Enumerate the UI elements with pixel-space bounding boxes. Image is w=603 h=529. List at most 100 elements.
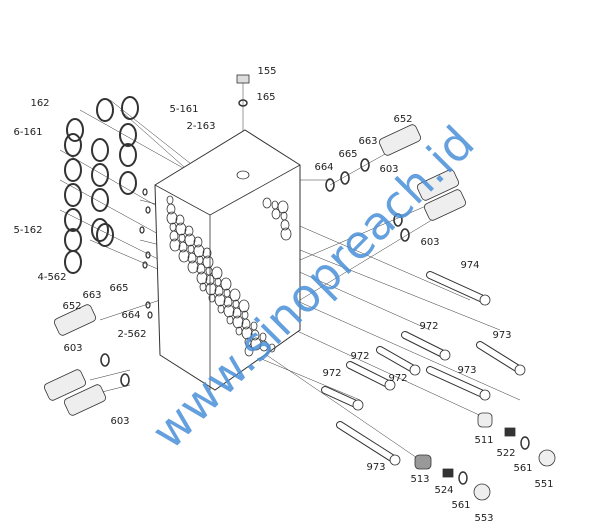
bolt-head xyxy=(389,454,401,466)
relief-valve-cartridge xyxy=(423,189,467,221)
port-hole xyxy=(250,329,260,341)
part-label: 665 xyxy=(109,283,129,294)
part-label: 663 xyxy=(358,136,378,147)
part-label: 973 xyxy=(492,330,512,341)
port-hole xyxy=(236,170,250,180)
part-label: 162 xyxy=(30,98,50,109)
port-hole xyxy=(268,343,276,353)
o-ring xyxy=(91,138,109,162)
o-ring xyxy=(64,158,82,182)
port-hole xyxy=(235,326,243,336)
o-ring xyxy=(96,223,114,247)
seal-ring xyxy=(360,158,370,172)
o-ring xyxy=(64,228,82,252)
part-label: 603 xyxy=(420,237,440,248)
part-label: 5-161 xyxy=(169,104,199,115)
o-ring xyxy=(66,118,84,142)
port-hole xyxy=(202,247,212,259)
o-ring xyxy=(119,171,137,195)
part-label: 5-162 xyxy=(13,225,43,236)
part-label: 663 xyxy=(82,290,102,301)
small-o-ring xyxy=(142,188,148,196)
relief-valve-cartridge xyxy=(43,369,87,401)
part-label: 522 xyxy=(496,448,516,459)
port-hole xyxy=(199,282,207,292)
part-label: 6-161 xyxy=(13,127,43,138)
part-label: 511 xyxy=(474,435,494,446)
part-label: 665 xyxy=(338,149,358,160)
seal-ring xyxy=(340,171,350,185)
o-ring xyxy=(91,163,109,187)
part-label: 4-562 xyxy=(37,272,67,283)
port-hole xyxy=(196,263,206,275)
port-hole xyxy=(169,238,181,252)
part-label: 664 xyxy=(121,310,141,321)
relief-valve-cartridge xyxy=(63,384,107,416)
small-o-ring xyxy=(142,261,148,269)
port-hole xyxy=(178,249,190,263)
leader-line xyxy=(299,214,441,301)
port-hole xyxy=(169,230,179,242)
valve-block-body xyxy=(154,129,301,391)
port-hole xyxy=(223,296,233,308)
o-ring xyxy=(91,218,109,242)
port-hole xyxy=(208,293,216,303)
part-label: 664 xyxy=(314,162,334,173)
seal-ring xyxy=(100,353,110,367)
socket-bolt-fill xyxy=(337,422,398,463)
o-ring xyxy=(64,133,82,157)
port-hole xyxy=(262,197,272,209)
part-label: 165 xyxy=(256,92,276,103)
o-ring xyxy=(64,250,82,274)
socket-bolt-fill xyxy=(347,362,393,388)
port-hole xyxy=(217,304,225,314)
port-hole xyxy=(244,345,254,357)
part-label: 553 xyxy=(474,513,494,524)
o-ring xyxy=(119,123,137,147)
relief-valve-cartridge xyxy=(53,304,97,336)
part-label: 2-163 xyxy=(186,121,216,132)
part-label: 603 xyxy=(63,343,83,354)
port-hole xyxy=(226,315,234,325)
port-hole xyxy=(166,211,178,225)
seal-ring xyxy=(400,228,410,242)
part-label: 974 xyxy=(460,260,480,271)
part-label: 2-562 xyxy=(117,329,147,340)
port-hole xyxy=(175,214,185,226)
port-hole xyxy=(280,219,290,231)
port-hole xyxy=(184,225,194,237)
bolt-head xyxy=(479,389,491,401)
port-hole xyxy=(166,203,176,215)
small-o-ring xyxy=(145,206,151,214)
plug-551 xyxy=(538,449,556,467)
part-label: 652 xyxy=(393,114,413,125)
valve-block-edge xyxy=(209,164,301,216)
port-hole xyxy=(241,318,251,330)
port-hole xyxy=(205,274,215,286)
port-hole xyxy=(232,307,242,319)
part-label: 972 xyxy=(350,351,370,362)
relief-valve-cartridge xyxy=(416,169,460,201)
bolt-head xyxy=(479,294,491,306)
o-ring-165 xyxy=(238,99,248,107)
plug-155 xyxy=(236,74,250,84)
bolt-head xyxy=(409,364,421,376)
socket-bolt-fill xyxy=(402,332,448,358)
port-hole xyxy=(196,271,208,285)
part-label: 972 xyxy=(322,368,342,379)
o-ring xyxy=(121,96,139,120)
o-ring xyxy=(119,143,137,167)
relief-valve-cartridge xyxy=(378,124,422,156)
port-hole xyxy=(280,227,292,241)
part-label: 561 xyxy=(451,500,471,511)
o-ring xyxy=(64,208,82,232)
leader-line xyxy=(89,369,131,381)
small-o-ring xyxy=(139,226,145,234)
seal-ring xyxy=(393,213,403,227)
port-hole xyxy=(178,241,188,253)
socket-bolt-fill xyxy=(427,367,488,398)
part-label: 513 xyxy=(410,474,430,485)
part-label: 972 xyxy=(419,321,439,332)
port-hole xyxy=(259,340,269,352)
